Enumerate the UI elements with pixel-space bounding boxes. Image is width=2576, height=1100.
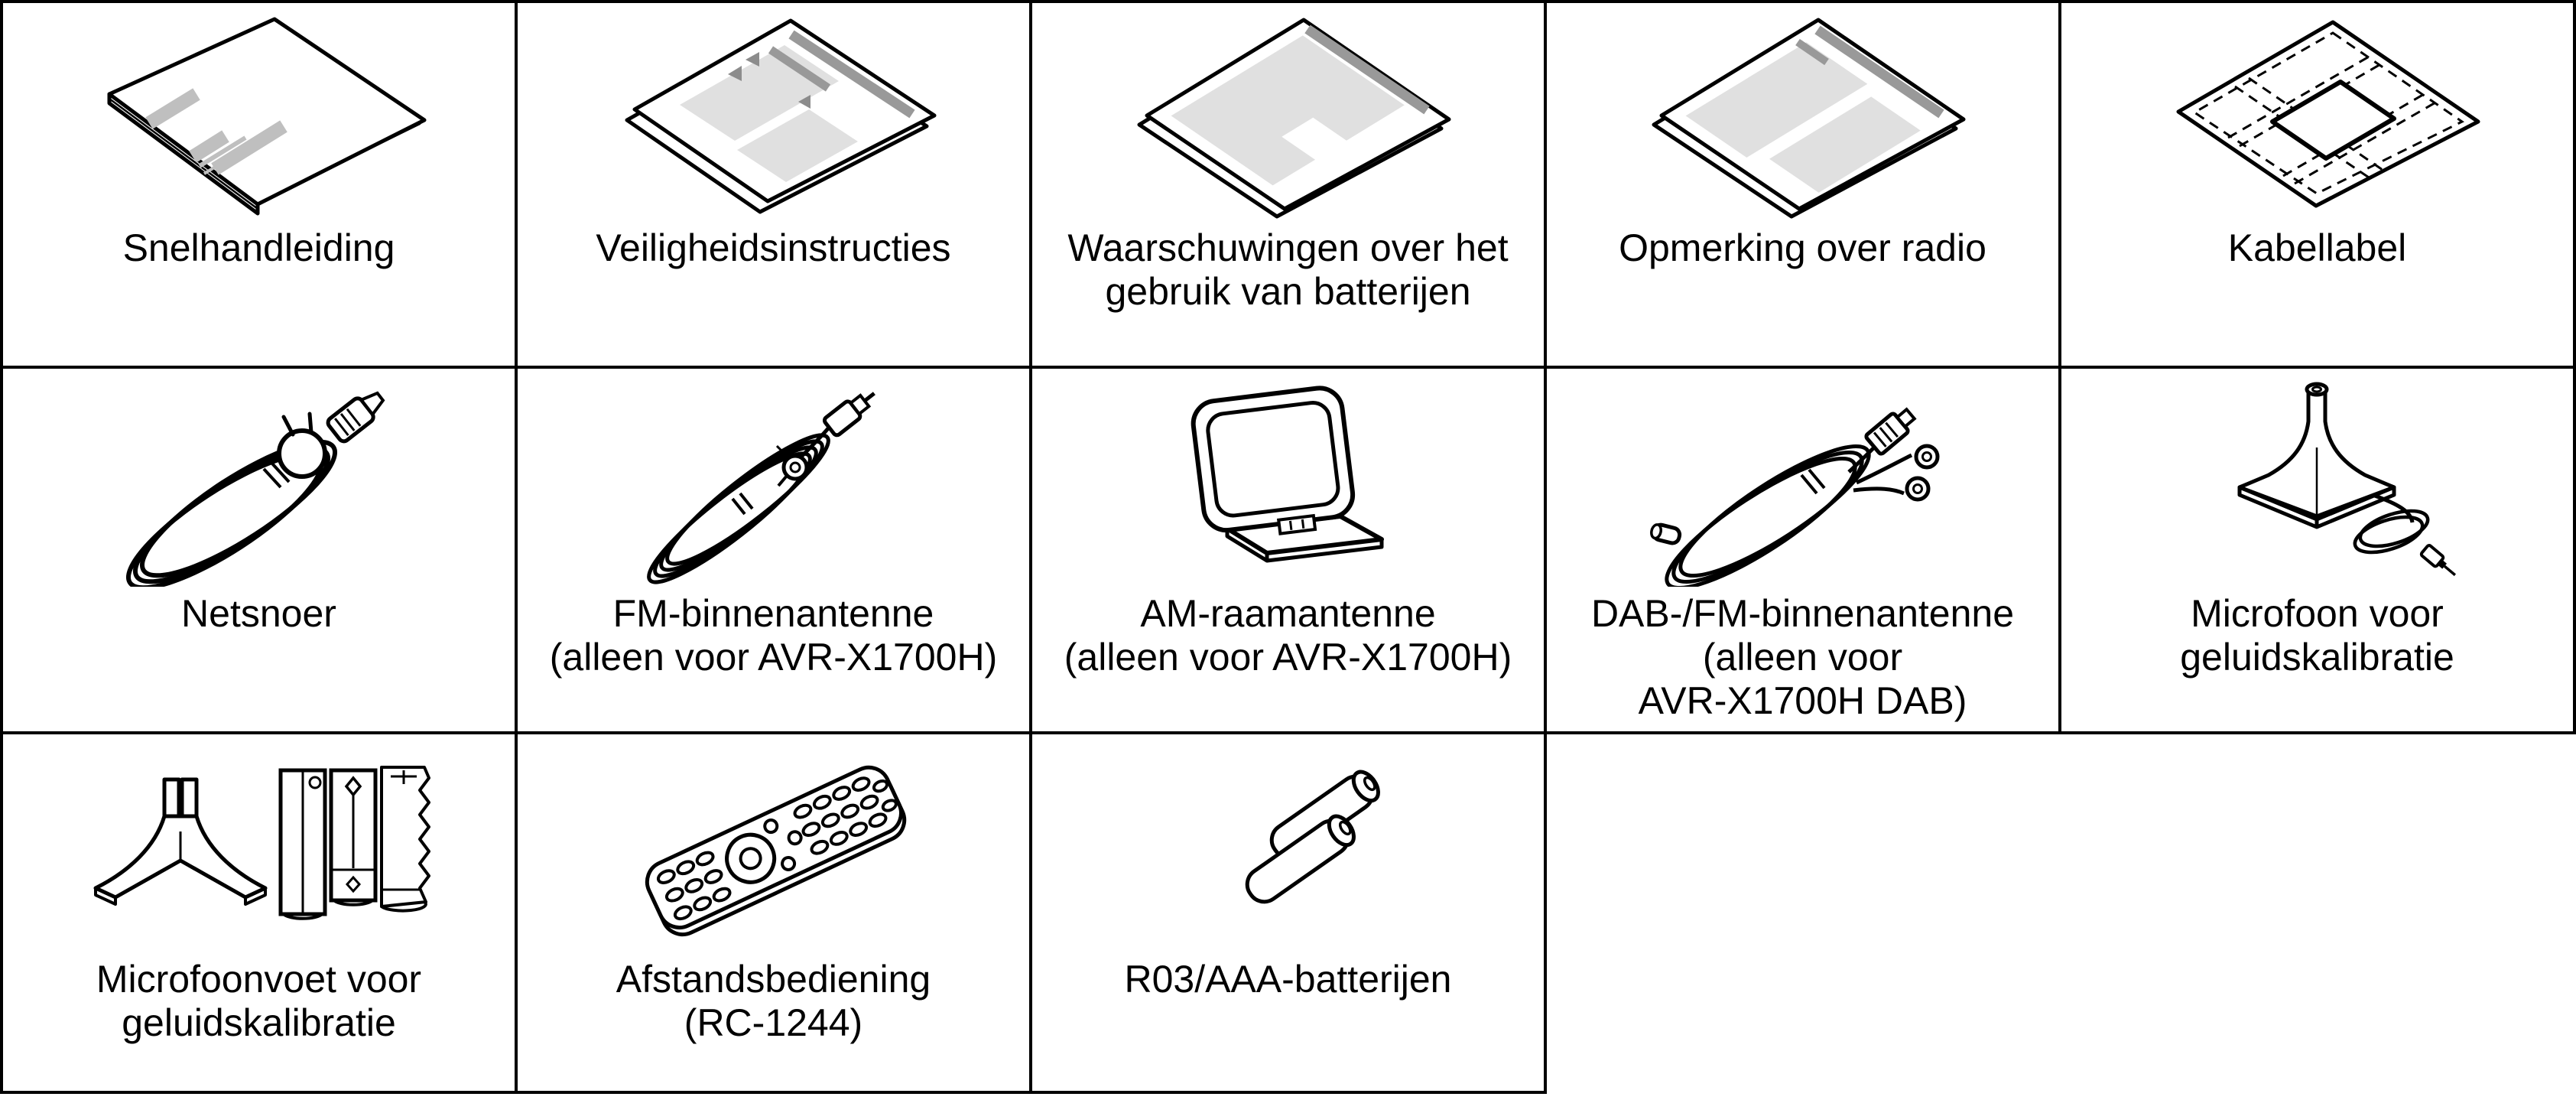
microphone-stand-illustration — [5, 736, 513, 958]
empty-cell — [2060, 733, 2574, 1092]
item-label: DAB-/FM-binnenantenne (alleen voor AVR-X… — [1590, 592, 2015, 722]
item-label: Opmerking over radio — [1619, 226, 1986, 269]
item-label: Microfoonvoet voor geluidskalibratie — [96, 958, 422, 1044]
power-cord-illustration — [5, 370, 513, 592]
radio-note-illustration — [1548, 5, 2057, 226]
cell-microphone-stand: Microfoonvoet voor geluidskalibratie — [0, 731, 518, 1094]
fm-antenna-illustration — [519, 370, 1028, 592]
table-row: Netsnoer — [0, 366, 2576, 734]
cell-fm-antenna: FM-binnenantenne (alleen voor AVR-X1700H… — [515, 366, 1032, 734]
quick-start-guide-illustration — [5, 5, 513, 226]
item-label: Kabellabel — [2227, 226, 2407, 269]
cell-cable-label: Kabellabel — [2058, 0, 2576, 369]
cell-safety-instructions: Veiligheidsinstructies — [515, 0, 1032, 369]
cell-radio-note: Opmerking over radio — [1544, 0, 2061, 369]
item-label: Waarschuwingen over het gebruik van batt… — [1067, 226, 1509, 313]
cell-am-antenna: AM-raamantenne (alleen voor AVR-X1700H) — [1029, 366, 1547, 734]
dab-fm-antenna-illustration — [1548, 370, 2057, 592]
cell-battery-warnings: Waarschuwingen over het gebruik van batt… — [1029, 0, 1547, 369]
item-label: Afstandsbediening (RC-1244) — [616, 958, 931, 1044]
item-label: Snelhandleiding — [122, 226, 395, 269]
item-label: Microfoon voor geluidskalibratie — [2180, 592, 2454, 679]
table-row: Snelhandleiding — [0, 0, 2576, 369]
remote-control-illustration — [519, 736, 1028, 958]
item-label: Netsnoer — [181, 592, 336, 635]
item-label: Veiligheidsinstructies — [596, 226, 951, 269]
cell-quick-start-guide: Snelhandleiding — [0, 0, 518, 369]
empty-cell — [1545, 733, 2060, 1092]
cell-power-cord: Netsnoer — [0, 366, 518, 734]
cable-label-illustration — [2063, 5, 2571, 226]
item-label: R03/AAA-batterijen — [1124, 958, 1452, 1001]
batteries-illustration — [1034, 736, 1542, 958]
cell-batteries: R03/AAA-batterijen — [1029, 731, 1547, 1094]
cell-calibration-microphone: Microfoon voor geluidskalibratie — [2058, 366, 2576, 734]
item-label: AM-raamantenne (alleen voor AVR-X1700H) — [1064, 592, 1512, 679]
item-label: FM-binnenantenne (alleen voor AVR-X1700H… — [549, 592, 998, 679]
calibration-microphone-illustration — [2063, 370, 2571, 592]
battery-warnings-illustration — [1034, 5, 1542, 226]
am-antenna-illustration — [1034, 370, 1542, 592]
safety-instructions-illustration — [519, 5, 1028, 226]
cell-remote-control: Afstandsbediening (RC-1244) — [515, 731, 1032, 1094]
cell-dab-fm-antenna: DAB-/FM-binnenantenne (alleen voor AVR-X… — [1544, 366, 2061, 734]
table-row: Microfoonvoet voor geluidskalibratie — [0, 731, 2574, 1094]
